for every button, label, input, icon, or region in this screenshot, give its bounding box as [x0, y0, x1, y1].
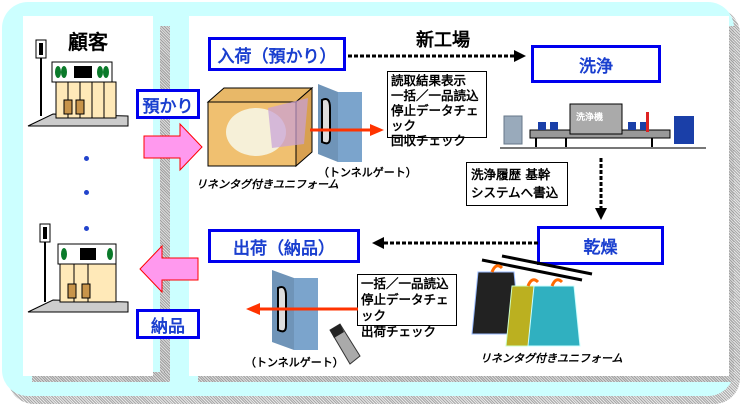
red-arrow-receiving [310, 124, 384, 136]
store-icon-bottom [27, 223, 129, 313]
washer-label: 洗浄機 [576, 113, 604, 123]
note-line: 一括／一品読込 [391, 88, 479, 103]
store-icon-top [27, 39, 129, 127]
uniform-box-icon [206, 86, 314, 168]
note-shipping: 一括／一品読込 停止データチェック 出荷チェック [357, 274, 457, 339]
dotted-arrow-receiving-to-washing [348, 50, 526, 62]
dotted-arrow-washing-to-drying [595, 158, 607, 220]
ellipsis-dot [84, 226, 89, 231]
factory-panel-shadow [724, 26, 734, 382]
stage-receiving: 入荷（預かり） [208, 37, 346, 71]
pink-arrow-right [143, 122, 203, 172]
caption-tunnel-gate-bottom: （トンネルゲート） [245, 356, 344, 369]
stage-drying: 乾燥 [537, 226, 664, 265]
factory-panel-shadow-bottom [198, 372, 734, 382]
handheld-reader-icon [329, 323, 361, 365]
red-arrow-shipping [246, 303, 358, 315]
ellipsis-dot [84, 156, 89, 161]
delivery-label: 納品 [136, 309, 200, 339]
caption-tunnel-gate-top: （トンネルゲート） [318, 166, 417, 179]
note-receiving: 読取結果表示 一括／一品読込 停止データチェック 回収チェック [387, 71, 487, 148]
tunnel-gate-icon-top [318, 84, 362, 162]
washing-machine-icon [500, 103, 706, 149]
ellipsis-dot [84, 190, 89, 195]
note-line: 出荷チェック [361, 324, 437, 339]
deposit-label: 預かり [136, 89, 200, 119]
note-line: 一括／一品読込 [361, 276, 449, 291]
customer-panel-shadow-bottom [32, 372, 170, 382]
note-washing: 洗浄履歴 基幹 システムへ書込 [466, 162, 568, 206]
note-line: システムへ書込 [471, 185, 559, 200]
note-line: 回収チェック [391, 133, 467, 148]
customer-title: 顧客 [68, 30, 108, 54]
factory-title: 新工場 [416, 30, 470, 51]
note-line: 読取結果表示 [391, 73, 467, 88]
note-line: 洗浄履歴 基幹 [471, 167, 551, 182]
caption-uniform-box: リネンタグ付きユニフォーム [196, 178, 339, 191]
customer-panel-shadow [160, 26, 170, 382]
caption-uniform-hangers: リネンタグ付きユニフォーム [480, 352, 623, 365]
note-line: 停止データチェック [391, 103, 479, 133]
stage-shipping: 出荷（納品） [208, 229, 360, 263]
pink-arrow-left [139, 244, 199, 294]
note-line: 停止データチェック [361, 292, 449, 323]
dotted-arrow-drying-to-shipping [372, 237, 538, 249]
stage-washing: 洗浄 [531, 45, 661, 83]
hanging-uniforms-icon [471, 254, 593, 347]
